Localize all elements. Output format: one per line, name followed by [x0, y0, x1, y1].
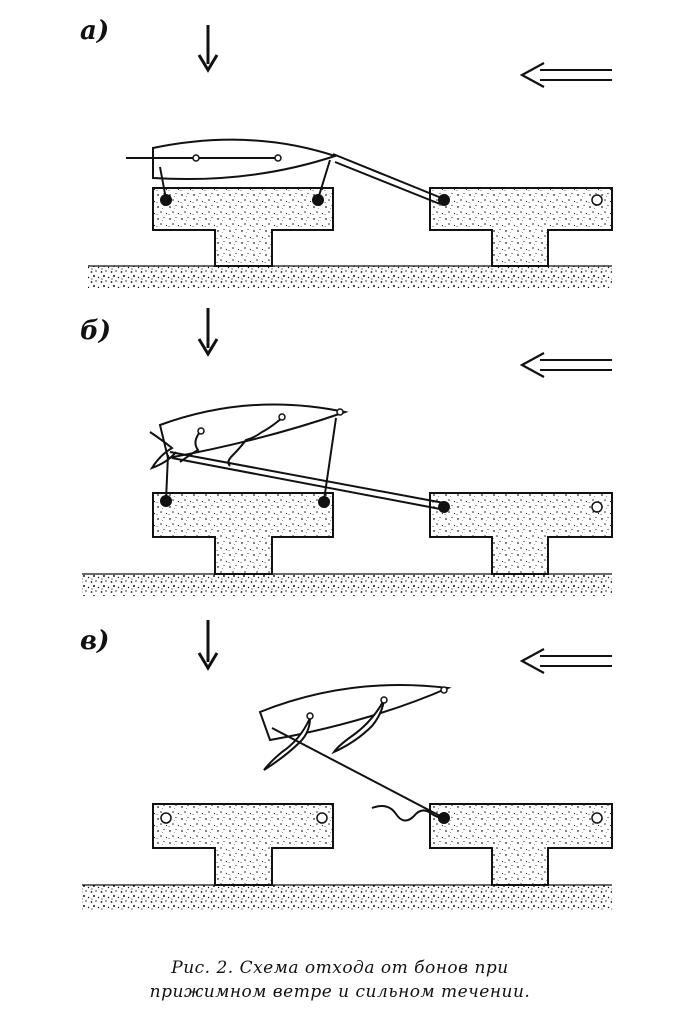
panel-label-a: а)	[80, 16, 110, 46]
panel-label-c: в)	[80, 626, 110, 656]
wind-arrow-icon	[197, 620, 219, 671]
current-arrow-icon	[519, 648, 612, 674]
pier-left	[152, 492, 334, 575]
pier-left	[152, 803, 334, 886]
current-arrow-icon	[519, 352, 612, 378]
shore	[88, 266, 612, 288]
shore	[82, 574, 612, 596]
wind-arrow-icon	[197, 308, 219, 357]
panel-a	[88, 25, 613, 288]
current-arrow-icon	[519, 62, 612, 88]
pier-right	[429, 803, 613, 886]
caption-line-2: прижимном ветре и сильном течении.	[149, 982, 531, 1002]
panel-label-b: б)	[80, 316, 112, 346]
pier-right	[429, 492, 613, 575]
pier-left	[152, 187, 334, 267]
figure-caption: Рис. 2. Схема отхода от бонов при прижим…	[60, 956, 620, 1004]
panel-c	[82, 620, 613, 910]
boat-hull	[258, 684, 452, 742]
caption-line-1: Рис. 2. Схема отхода от бонов при	[171, 958, 509, 978]
wind-arrow-icon	[197, 25, 219, 73]
panel-b	[82, 308, 613, 596]
pier-right	[429, 187, 613, 267]
boat-hull	[152, 138, 339, 181]
boat-hull	[158, 403, 349, 460]
shore	[82, 885, 612, 910]
